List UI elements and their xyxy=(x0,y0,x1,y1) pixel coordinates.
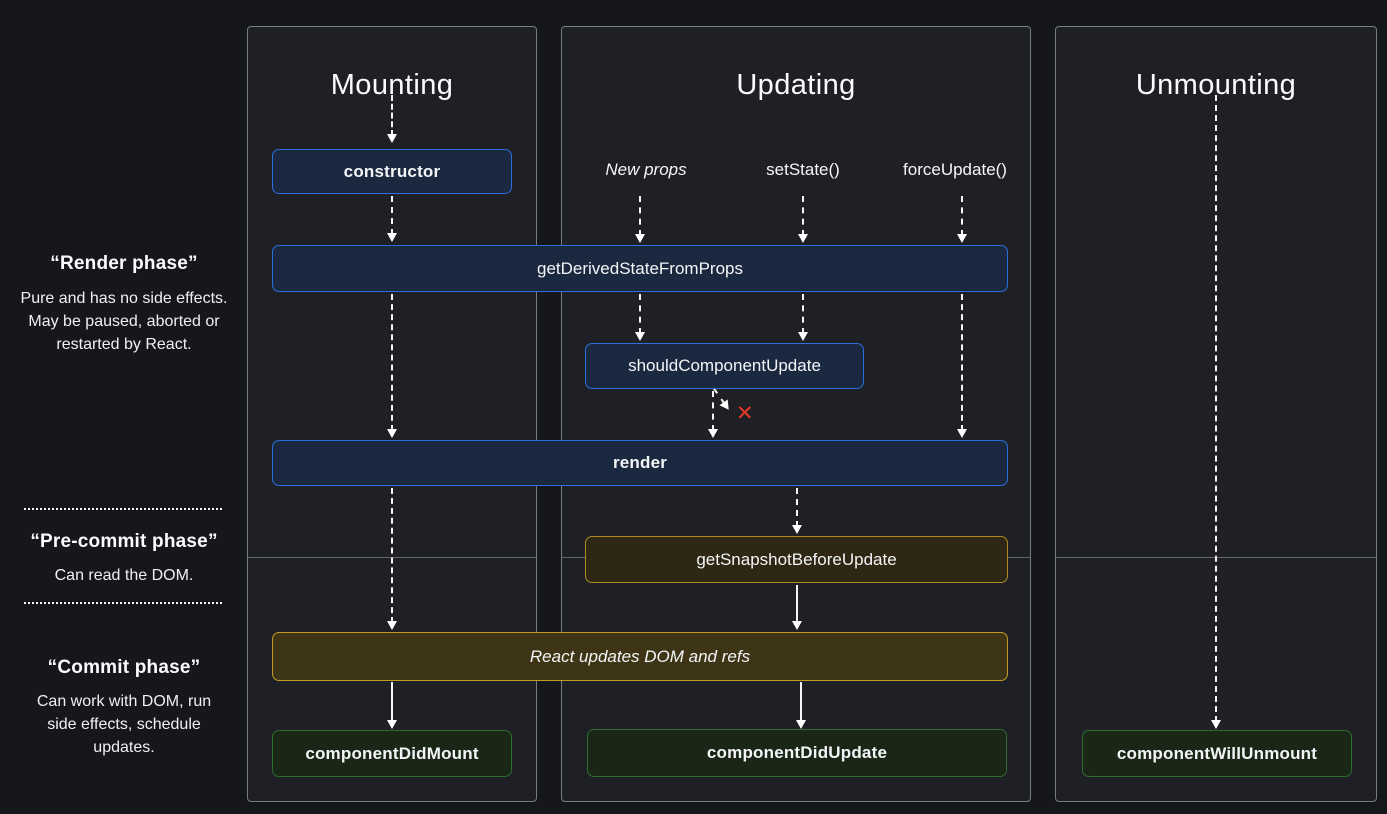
render-box[interactable]: render xyxy=(272,440,1008,486)
react-updates-dom-banner: React updates DOM and refs xyxy=(272,632,1008,681)
arrow-reactupdates-to-componentdidmount xyxy=(387,682,397,729)
trigger-forceupdate: forceUpdate() xyxy=(903,160,1007,179)
arrow-getderived-to-render-mounting xyxy=(387,294,397,438)
commit-phase-description-text: Can work with DOM, run side effects, sch… xyxy=(36,693,212,756)
trigger-new-props: New props xyxy=(605,160,687,179)
render-phase-description: Pure and has no side effects. May be pau… xyxy=(14,287,234,356)
getsnapshotbeforeupdate-box[interactable]: getSnapshotBeforeUpdate xyxy=(585,536,1008,583)
arrow-unmounting-to-componentwillunmount xyxy=(1211,95,1221,729)
commit-phase-title: “Commit phase” xyxy=(47,657,201,678)
commit-phase-description: Can work with DOM, run side effects, sch… xyxy=(14,690,234,759)
componentdidmount-box[interactable]: componentDidMount xyxy=(272,730,512,777)
arrow-getderived-to-shouldupdate-right xyxy=(798,294,808,341)
componentwillunmount-box[interactable]: componentWillUnmount xyxy=(1082,730,1352,777)
trigger-setstate: setState() xyxy=(766,160,840,179)
constructor-box[interactable]: constructor xyxy=(272,149,512,194)
arrow-getderived-to-shouldupdate-left xyxy=(635,294,645,341)
arrow-shouldupdate-to-render xyxy=(708,391,718,438)
getderivedstatefromprops-box[interactable]: getDerivedStateFromProps xyxy=(272,245,1008,292)
arrow-newprops-to-getderived xyxy=(635,196,645,243)
arrow-mounting-to-constructor xyxy=(387,95,397,143)
arrow-forceupdate-to-render xyxy=(957,294,967,438)
pre-commit-phase-title: “Pre-commit phase” xyxy=(30,531,218,552)
pre-commit-phase-description: Can read the DOM. xyxy=(14,564,234,587)
arrow-constructor-to-getderived xyxy=(387,196,397,242)
render-phase-description-text: Pure and has no side effects. May be pau… xyxy=(20,290,228,353)
render-phase-title: “Render phase” xyxy=(50,253,198,274)
shouldcomponentupdate-box[interactable]: shouldComponentUpdate xyxy=(585,343,864,389)
updating-title: Updating xyxy=(736,69,856,101)
arrow-render-to-reactupdates-mounting xyxy=(387,488,397,630)
arrow-reactupdates-to-componentdidupdate xyxy=(796,682,806,729)
arrow-forceupdate-to-getderived xyxy=(957,196,967,243)
componentdidupdate-box[interactable]: componentDidUpdate xyxy=(587,729,1007,777)
abort-x-icon: ✕ xyxy=(736,402,754,425)
arrow-getsnapshot-to-reactupdates xyxy=(792,585,802,630)
arrow-render-to-getsnapshot xyxy=(792,488,802,534)
pre-commit-phase-description-text: Can read the DOM. xyxy=(54,567,194,584)
phase-separator-top xyxy=(24,508,222,510)
arrow-setstate-to-getderived xyxy=(798,196,808,243)
phase-separator-bottom xyxy=(24,602,222,604)
